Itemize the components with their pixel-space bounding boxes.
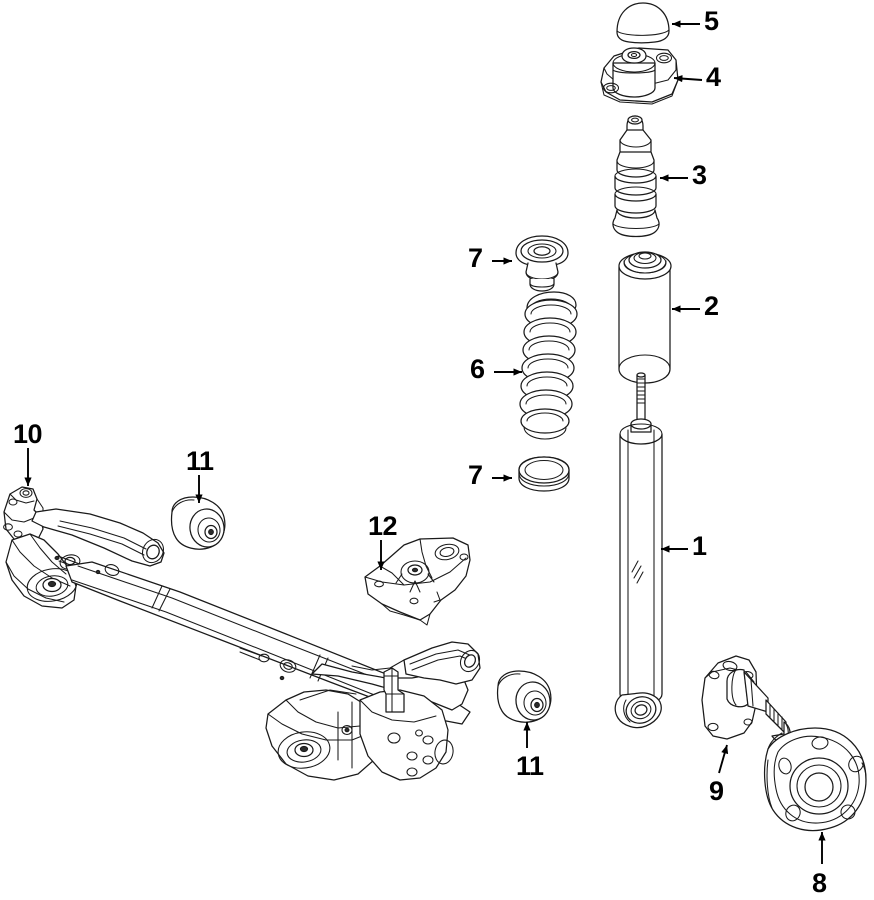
part-1-shock-absorber — [614, 372, 663, 729]
part-8-wheel-hub — [764, 727, 867, 832]
callout-leaders — [24, 20, 826, 864]
callout-label-4: 4 — [706, 62, 721, 92]
callout-label-3: 3 — [692, 160, 707, 190]
part-2-dust-boot-cover — [618, 251, 672, 384]
part-7-upper-spring-seat — [515, 235, 569, 292]
part-4-upper-shock-mount — [600, 47, 679, 105]
callout-label-7-upper: 7 — [468, 243, 483, 273]
part-6-coil-spring — [519, 291, 578, 440]
part-11-axle-bushing-upper — [170, 496, 226, 550]
part-7-lower-spring-seat — [518, 456, 570, 492]
callout-label-11-lower: 11 — [516, 751, 544, 781]
part-5-mount-cap — [616, 2, 670, 44]
callout-label-10: 10 — [13, 419, 43, 449]
callout-label-5: 5 — [704, 6, 719, 36]
callout-label-12: 12 — [368, 511, 398, 541]
callout-label-2: 2 — [704, 291, 719, 321]
callout-label-9: 9 — [709, 776, 724, 806]
callout-label-6: 6 — [470, 354, 485, 384]
callout-label-11-upper: 11 — [186, 446, 214, 476]
part-10-rear-axle-beam — [3, 486, 481, 781]
callout-label-1: 1 — [692, 531, 707, 561]
part-11-axle-bushing-lower — [496, 670, 552, 723]
part-12-axle-mounting-bracket — [364, 537, 471, 626]
callout-label-8: 8 — [812, 868, 827, 898]
callout-label-7-lower: 7 — [468, 460, 483, 490]
part-9-stub-axle-spindle — [701, 655, 791, 743]
part-3-bump-stop — [612, 115, 660, 238]
